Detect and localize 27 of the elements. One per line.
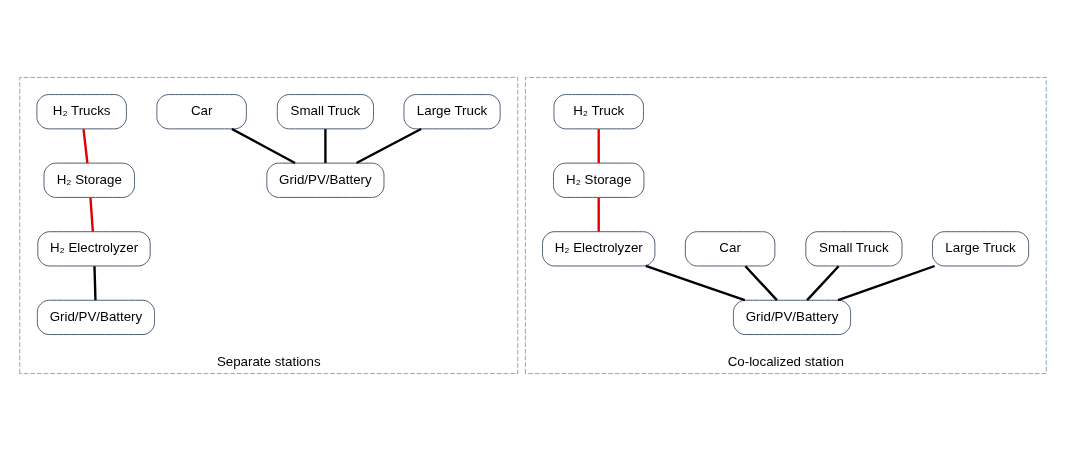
connector (93, 265, 97, 300)
node-box: H₂ Storage (43, 162, 135, 198)
node-box: Large Truck (403, 93, 501, 129)
node-box: Small Truck (805, 230, 903, 266)
connector (89, 197, 95, 232)
node-box: Car (156, 93, 247, 129)
node-box: H₂ Truck (553, 93, 644, 129)
connector (231, 127, 296, 164)
node-box: Small Truck (276, 93, 374, 129)
connector (82, 128, 89, 163)
connector (355, 127, 422, 164)
connector (597, 128, 600, 163)
connector (324, 128, 327, 163)
node-box: H₂ Electrolyzer (37, 230, 151, 266)
node-box: Large Truck (932, 230, 1030, 266)
connector (837, 264, 936, 301)
node-box: Grid/PV/Battery (36, 299, 155, 335)
connector (597, 197, 600, 232)
node-box: H₂ Electrolyzer (542, 230, 656, 266)
node-box: H₂ Trucks (36, 93, 127, 129)
node-box: H₂ Storage (553, 162, 645, 198)
node-box: Grid/PV/Battery (732, 299, 852, 335)
connector (744, 264, 778, 301)
node-box: Grid/PV/Battery (266, 162, 385, 198)
node-box: Car (684, 230, 776, 266)
connector (645, 264, 746, 301)
connector (806, 264, 840, 301)
